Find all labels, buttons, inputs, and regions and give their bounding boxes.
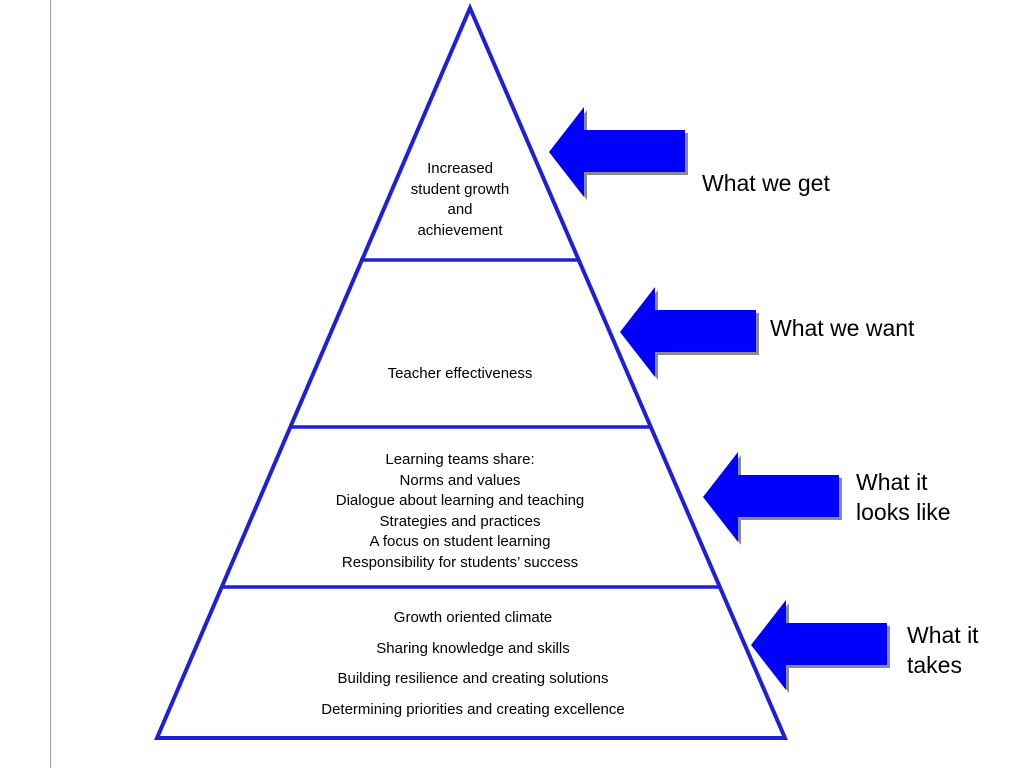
tier-line: and (447, 201, 473, 218)
tier-line: Teacher effectiveness (387, 365, 533, 382)
tier-line: Dialogue about learning and teaching (335, 492, 585, 509)
arrow-label-what-it-takes: What it takes (907, 620, 979, 680)
tier-teacher-effectiveness-text: Teacher effectiveness (330, 364, 590, 385)
tier-line: Strategies and practices (379, 512, 541, 530)
left-arrow-icon (751, 600, 890, 693)
arrow-label-line: What it (856, 469, 928, 495)
tier-line: Responsibility for students’ success (341, 553, 579, 571)
arrow-label-line: What we want (770, 315, 915, 341)
tier-line: Increased (427, 160, 493, 177)
arrow-label-what-we-want: What we want (770, 313, 914, 343)
tier-line: Sharing knowledge and skills (376, 639, 570, 657)
arrow-label-what-it-looks-like: What it looks like (856, 467, 951, 527)
tier-line: achievement (417, 221, 503, 239)
left-arrow-icon (703, 452, 842, 545)
left-margin-rule (50, 0, 51, 768)
tier-base-text: Growth oriented climate Sharing knowledg… (250, 603, 696, 726)
pyramid-outline (153, 2, 789, 740)
arrow-label-what-we-get: What we get (702, 168, 830, 198)
tier-line: Norms and values (399, 471, 521, 489)
tier-line: Determining priorities and creating exce… (321, 701, 625, 719)
arrow-label-line: What it (907, 622, 979, 648)
tier-learning-teams-text: Learning teams share: Norms and values D… (270, 450, 650, 573)
left-arrow-icon (549, 107, 688, 200)
arrow-label-line: looks like (856, 499, 951, 525)
arrow-label-line: What we get (702, 170, 830, 196)
tier-line: A focus on student learning (369, 533, 551, 550)
tier-line: Building resilience and creating solutio… (337, 670, 609, 688)
arrow-label-line: takes (907, 652, 962, 678)
tier-achievement-text: Increased student growth and achievement (380, 159, 540, 241)
tier-line: student growth (410, 180, 510, 198)
left-arrow-icon (620, 287, 759, 380)
tier-line: Growth oriented climate (393, 609, 553, 626)
tier-line: Learning teams share: (385, 451, 535, 468)
